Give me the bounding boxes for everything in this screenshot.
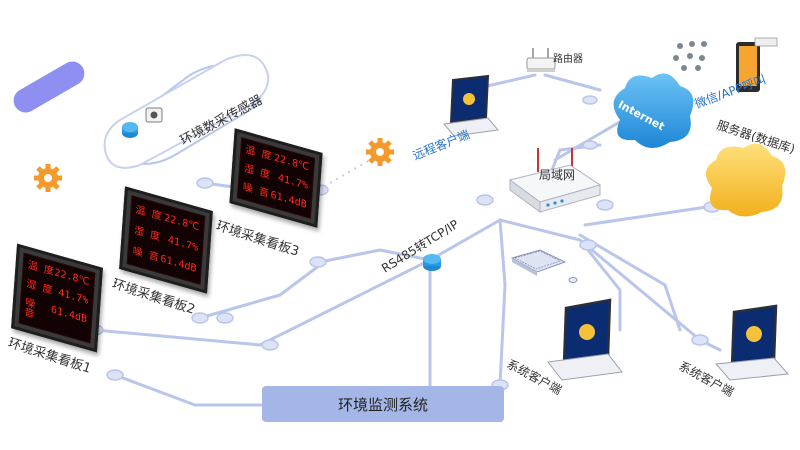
gear-icon: [34, 164, 62, 192]
lan-switch-icon: [508, 148, 602, 213]
keyboard-icon: [510, 249, 578, 283]
decorative-pill: [13, 61, 85, 113]
router-label: 路由器: [553, 54, 583, 65]
system-caption: 环境监测系统: [262, 386, 504, 422]
converter-connector: [423, 254, 441, 271]
laptop-icon: [547, 298, 623, 381]
phone-icon: [673, 37, 778, 92]
sensor-icon: [145, 107, 163, 123]
sensor-bubble: [103, 54, 270, 169]
cloud-icon: [613, 73, 694, 149]
lan-label: 局域网: [539, 168, 576, 182]
cloud-icon: [705, 143, 786, 217]
gear-icon: [366, 138, 394, 166]
laptop-icon: [443, 74, 499, 137]
router-icon: [526, 48, 556, 72]
sensor-connector: [122, 122, 138, 138]
dotted-link: [179, 69, 371, 191]
laptop-icon: [714, 304, 790, 381]
